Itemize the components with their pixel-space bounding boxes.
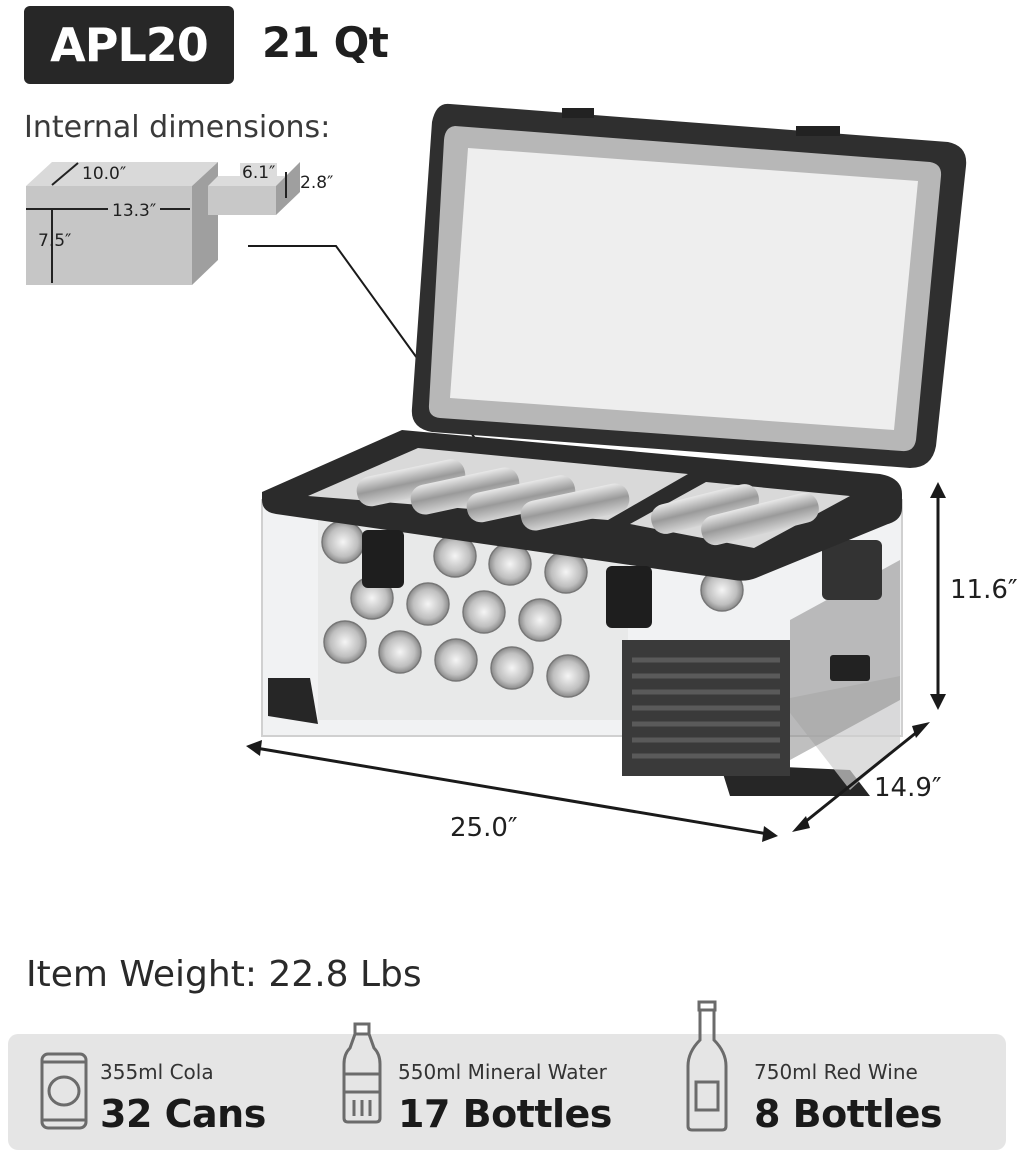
spec-label: 355ml Cola — [100, 1060, 214, 1084]
can-icon — [40, 1052, 88, 1130]
main-width-label: 10.0″ — [82, 164, 127, 184]
spec-value: 17 Bottles — [398, 1092, 612, 1136]
model-badge: APL20 — [24, 6, 234, 84]
capacity-label: 21 Qt — [262, 18, 389, 67]
spec-label: 550ml Mineral Water — [398, 1060, 607, 1084]
main-length-label: 13.3″ — [108, 201, 161, 221]
latch-right — [606, 566, 652, 628]
capacity-spec-bar: 355ml Cola 32 Cans 550ml Mineral Water 1… — [8, 1000, 1006, 1150]
height-label: 11.6″ — [950, 575, 1018, 605]
main-height-label: 7.5″ — [38, 231, 72, 251]
cans-front — [321, 520, 744, 698]
wine-bottle-icon — [686, 1000, 728, 1132]
small-width-label: 6.1″ — [240, 163, 278, 183]
item-weight: Item Weight: 22.8 Lbs — [26, 954, 422, 995]
internal-dimensions-title: Internal dimensions: — [24, 110, 331, 145]
spec-water: 550ml Mineral Water 17 Bottles — [340, 1022, 660, 1150]
model-name: APL20 — [50, 18, 209, 72]
cooler-lid — [411, 103, 967, 469]
spec-label: 750ml Red Wine — [754, 1060, 918, 1084]
spec-wine: 750ml Red Wine 8 Bottles — [684, 1000, 994, 1150]
cans-top — [356, 459, 819, 546]
dimension-arrows — [246, 482, 946, 842]
latch-left — [362, 530, 404, 588]
spec-value: 32 Cans — [100, 1092, 266, 1136]
spec-cans: 355ml Cola 32 Cans — [38, 1034, 338, 1150]
spec-value: 8 Bottles — [754, 1092, 943, 1136]
water-bottle-icon — [342, 1022, 382, 1124]
small-height-label: 2.8″ — [300, 173, 334, 193]
cooler-body — [261, 430, 903, 796]
depth-label: 14.9″ — [874, 773, 942, 803]
length-label: 25.0″ — [450, 813, 518, 843]
